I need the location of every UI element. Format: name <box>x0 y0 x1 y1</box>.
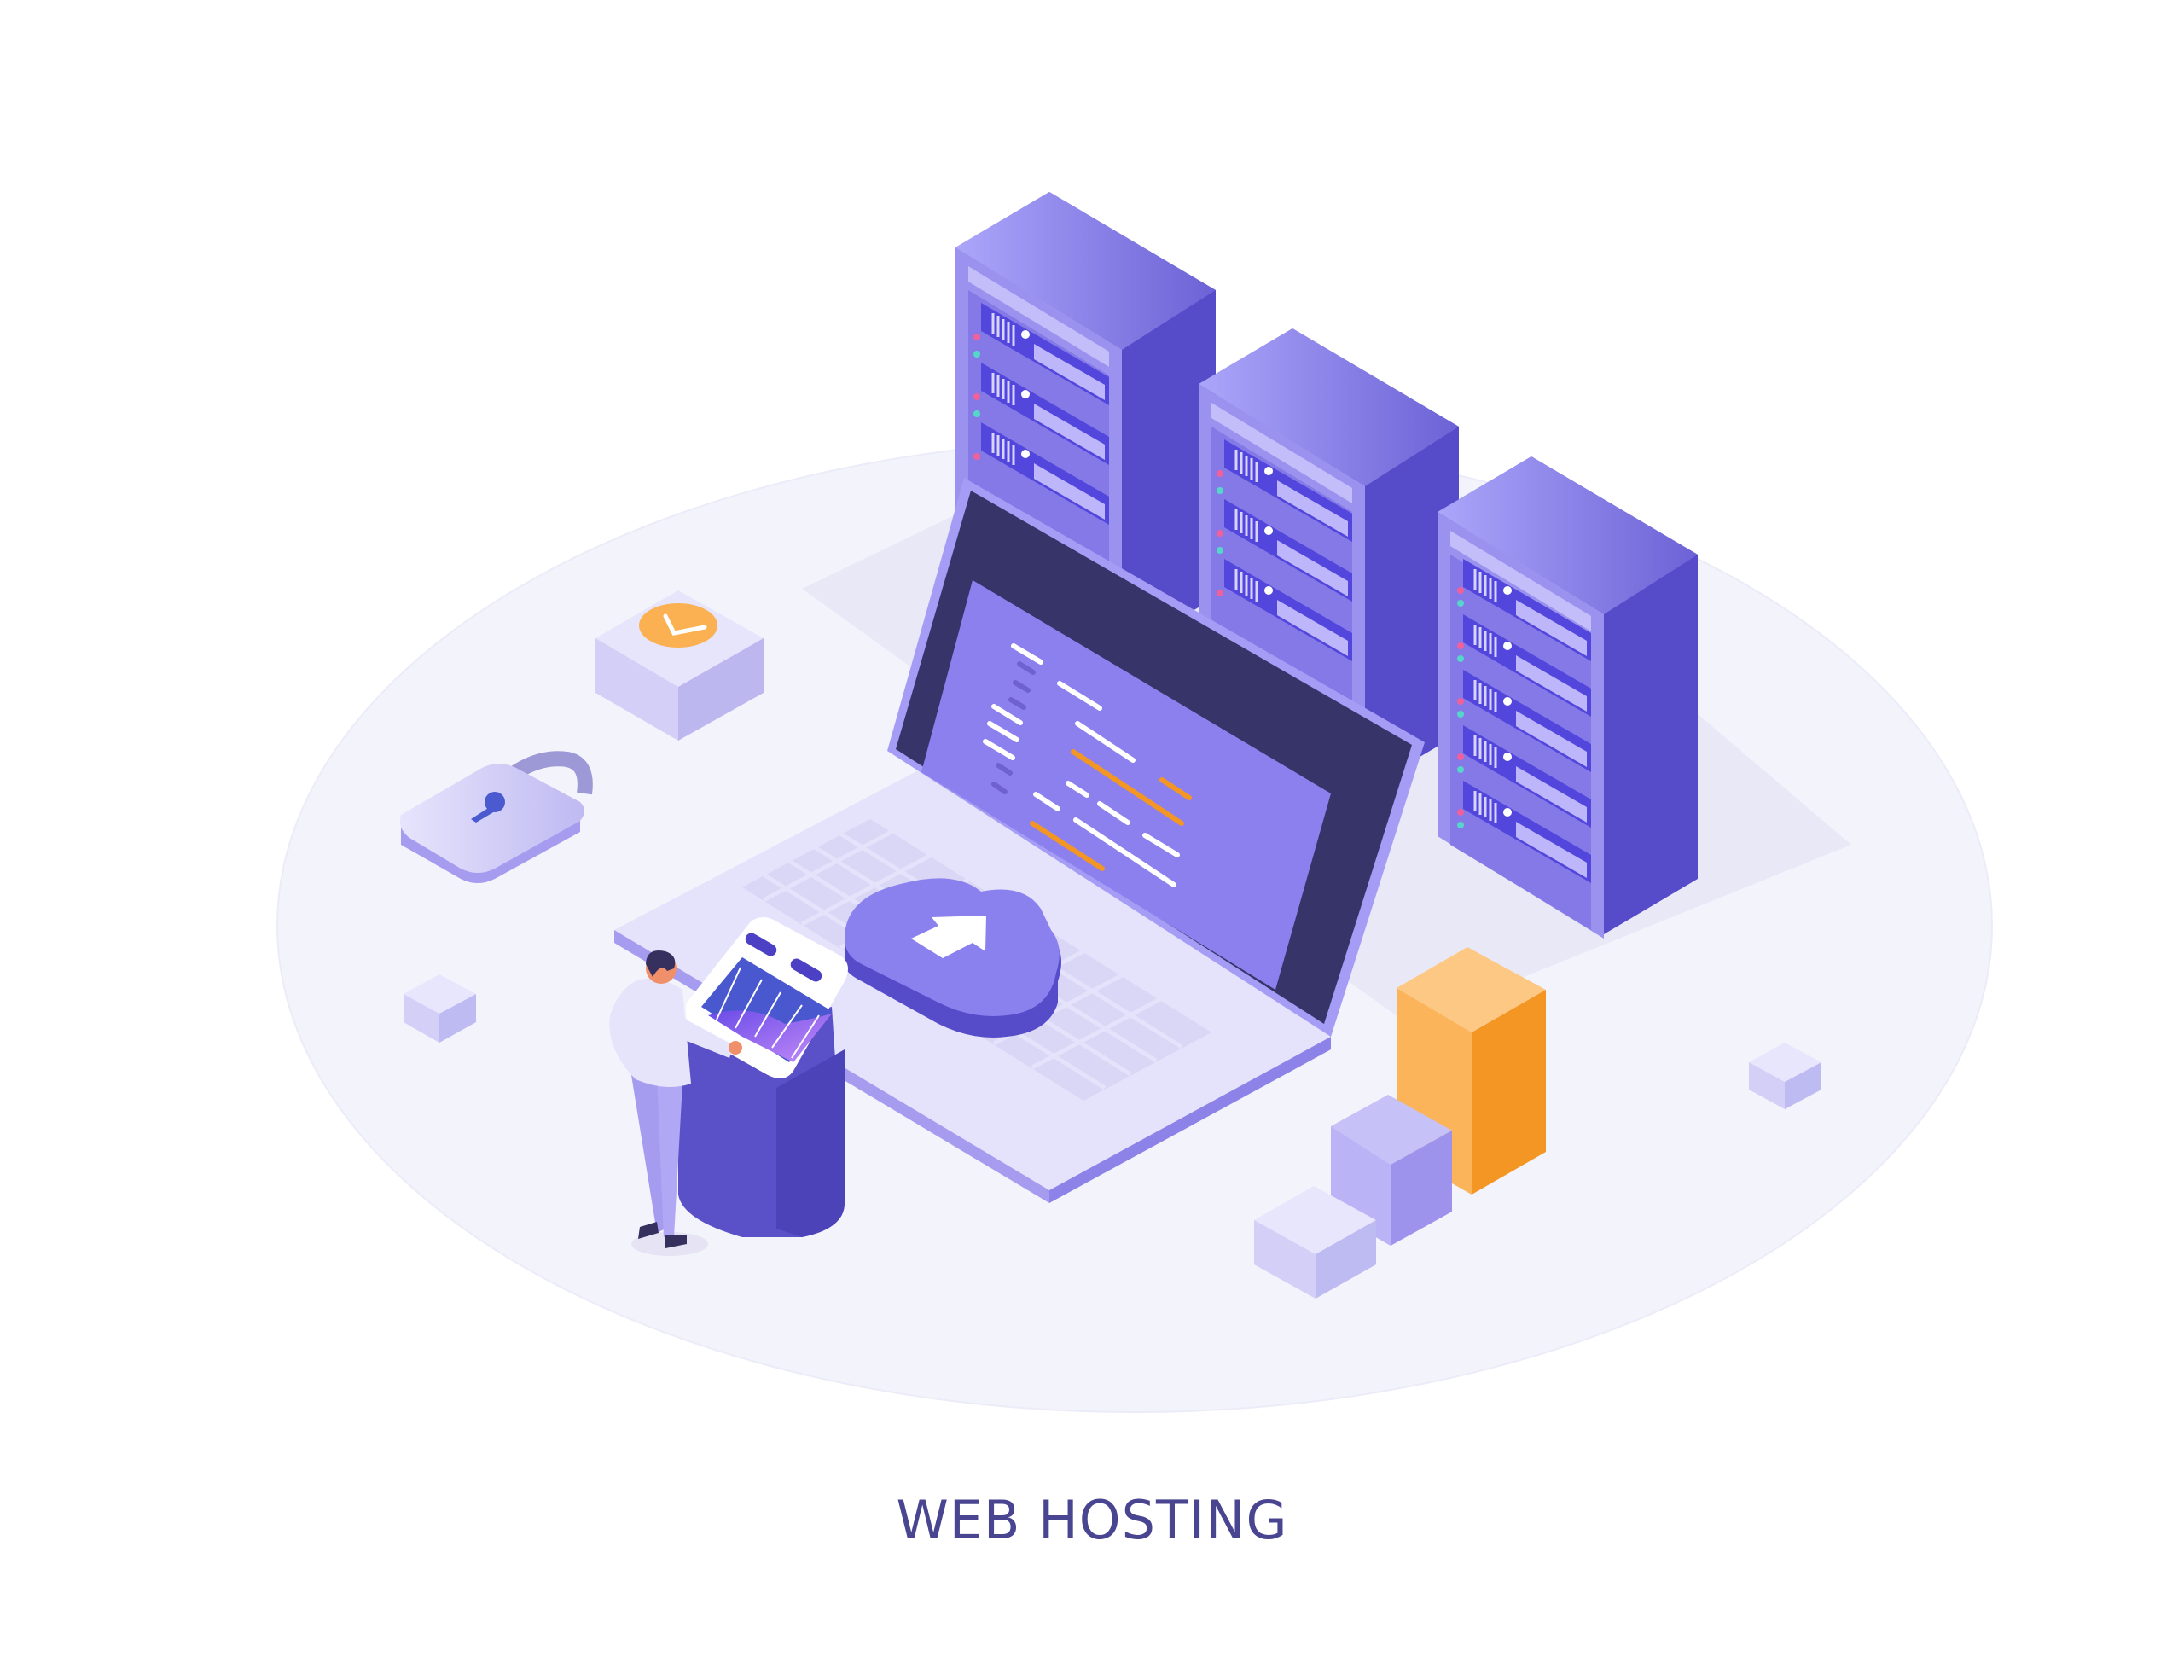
cloud-upload-icon <box>845 878 1061 1038</box>
bar-blocks <box>1254 947 1546 1299</box>
kiosk <box>678 917 848 1237</box>
checkmark-cube <box>595 590 764 741</box>
person-figure <box>609 950 742 1256</box>
padlock-icon <box>399 751 593 883</box>
small-cube-left <box>404 974 476 1043</box>
check-icon <box>639 603 717 648</box>
small-cube-right <box>1749 1043 1821 1109</box>
server-rack-right <box>1438 456 1698 939</box>
caption-title: WEB HOSTING <box>896 1489 1288 1551</box>
